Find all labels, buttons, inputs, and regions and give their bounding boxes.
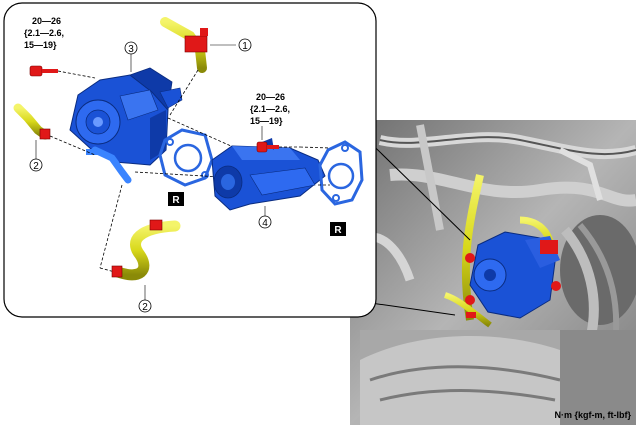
torque-mid-line-3: 15—19} [250,116,283,126]
callout-4: 4 [258,206,272,229]
svg-text:3: 3 [128,44,134,55]
gasket-left [158,128,214,187]
callout-2-upper: 2 [29,140,43,172]
engine-bay-photo [350,120,636,425]
replace-tag-right: R [330,222,346,236]
callout-2-lower: 2 [138,285,152,313]
svg-text:2: 2 [142,302,148,313]
torque-mid-line-2: {2.1—2.6, [250,104,290,114]
torque-line-3: 15—19} [24,40,57,50]
svg-text:2: 2 [33,161,39,172]
bolt-left [29,65,58,77]
units-caption: N·m {kgf-m, ft-lbf} [555,410,632,420]
replace-tag-left: R [168,192,184,206]
svg-text:R: R [172,195,180,206]
gasket-right [318,140,364,206]
callout-3: 3 [124,41,138,72]
svg-text:R: R [334,225,342,236]
torque-line-1: 20—26 [32,16,61,26]
hose-2-lower [111,219,181,281]
torque-mid-line-1: 20—26 [256,92,285,102]
hose-2-upper [13,103,51,140]
bolt-middle [256,141,279,153]
egr-pipe [211,138,326,211]
torque-line-2: {2.1—2.6, [24,28,64,38]
torque-spec-middle: 20—26 {2.1—2.6, 15—19} [250,92,290,126]
svg-text:1: 1 [242,41,248,52]
egr-valve [69,67,183,184]
callout-1: 1 [238,38,252,52]
svg-text:4: 4 [262,218,268,229]
torque-spec-top-left: 20—26 {2.1—2.6, 15—19} [24,16,64,50]
hose-1 [160,17,208,73]
